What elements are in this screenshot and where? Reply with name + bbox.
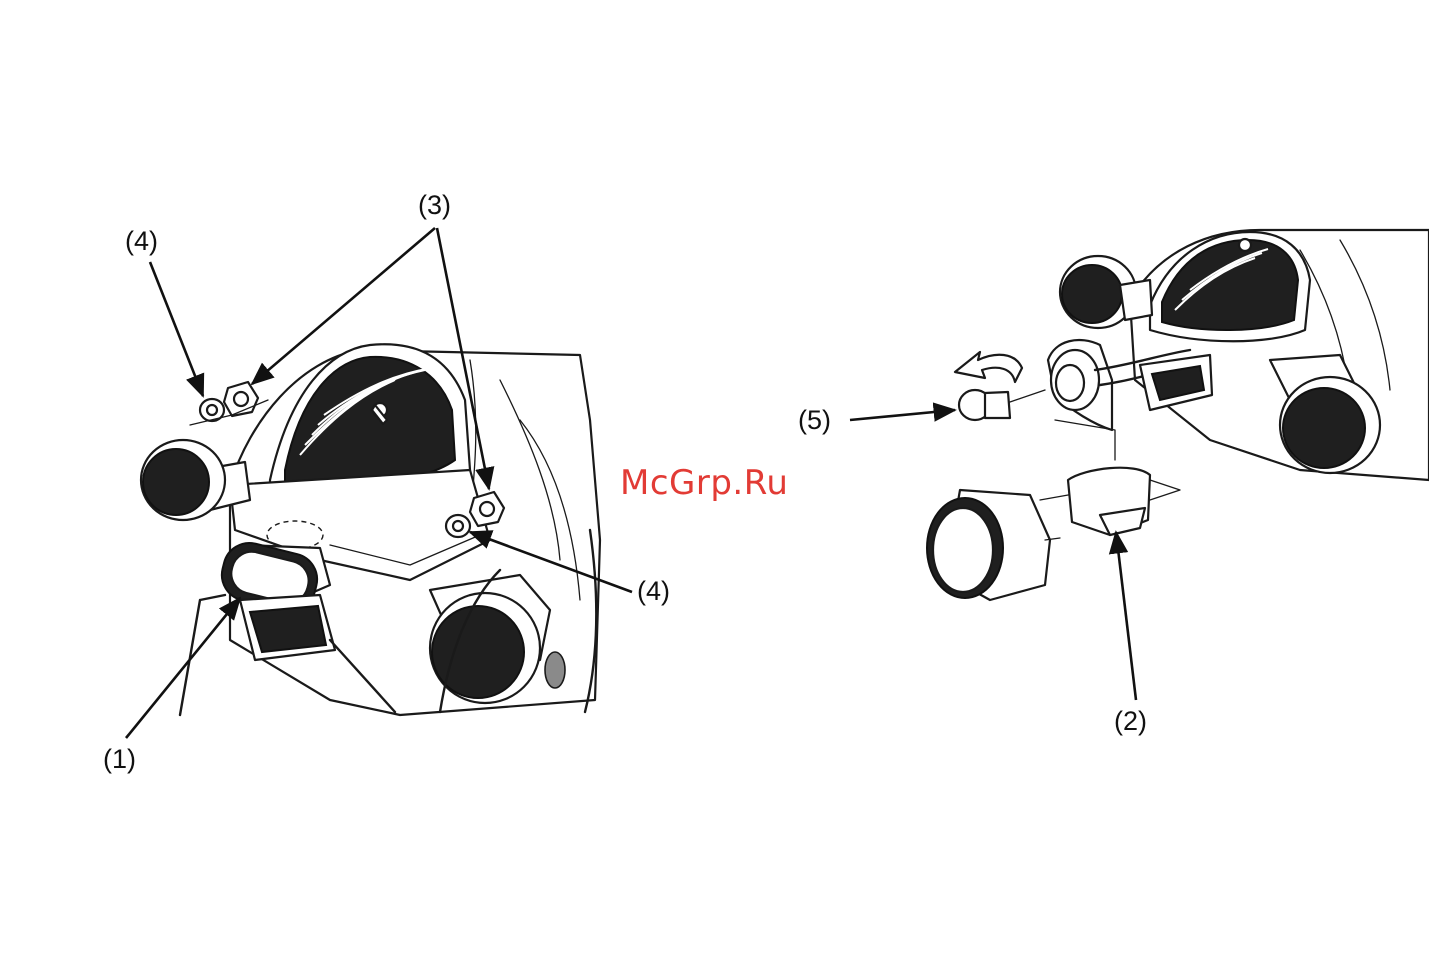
callout-5-label: (5) [798, 407, 831, 434]
callout-1-label: (1) [103, 746, 136, 773]
lens-cover [1068, 468, 1150, 535]
callout-4-right-label: (4) [637, 578, 670, 605]
license-light-housing-right [927, 490, 1060, 600]
callout-4-left-label: (4) [125, 228, 158, 255]
rotate-arrow [955, 352, 1022, 382]
callout-2-label: (2) [1114, 708, 1147, 735]
left-motorcycle-rear-view [126, 228, 632, 738]
left-nut-and-washer [190, 382, 268, 425]
right-view-left-signal [1060, 256, 1152, 328]
callout-3-label: (3) [418, 192, 451, 219]
bulb [959, 390, 1045, 420]
right-motorcycle-rear-view [850, 230, 1429, 700]
watermark: McGrp.Ru [620, 466, 788, 500]
